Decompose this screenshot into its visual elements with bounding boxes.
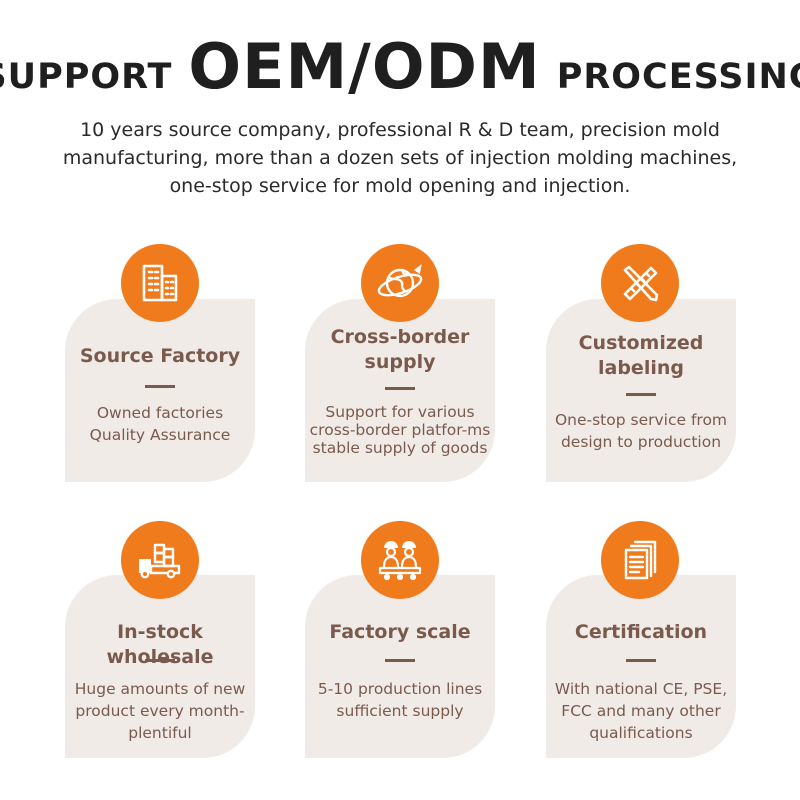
- feature-card-factory-scale: Factory scale 5-10 production lines suff…: [305, 575, 495, 758]
- feature-description: One-stop service from design to producti…: [554, 411, 728, 451]
- globe-plane-icon: [361, 244, 439, 322]
- feature-title: Source Factory: [79, 345, 241, 367]
- delivery-truck-icon: [121, 521, 199, 599]
- feature-card-cross-border: Cross-border supply Support for various …: [305, 299, 495, 482]
- feature-divider: [626, 659, 656, 662]
- factory-workers-icon: [361, 521, 439, 599]
- feature-divider: [626, 393, 656, 396]
- feature-card-certification: Certification With national CE, PSE, FCC…: [546, 575, 736, 758]
- headline-prefix: SUPPORT: [0, 57, 173, 97]
- feature-title: Factory scale: [329, 621, 471, 643]
- feature-divider: [385, 387, 415, 390]
- feature-title: Certification: [574, 621, 708, 643]
- feature-description: Support for various cross-border platfor…: [309, 403, 491, 457]
- feature-title: In-stock wholesale: [106, 621, 214, 668]
- feature-divider: [145, 385, 175, 388]
- feature-card-customized-labeling: Customized labeling One-stop service fro…: [546, 299, 736, 482]
- ruler-pencil-icon: [601, 244, 679, 322]
- feature-description: 5-10 production lines sufficient supply: [317, 680, 483, 720]
- headline-suffix: PROCESSING: [556, 57, 800, 97]
- feature-description: Owned factories Quality Assurance: [89, 404, 231, 444]
- feature-divider: [385, 659, 415, 662]
- feature-description: With national CE, PSE, FCC and many othe…: [554, 680, 728, 742]
- documents-icon: [601, 521, 679, 599]
- feature-card-in-stock-wholesale: In-stock wholesale Huge amounts of new p…: [65, 575, 255, 758]
- feature-description: Huge amounts of new product every month-…: [74, 680, 246, 742]
- headline-highlight: OEM/ODM: [188, 30, 541, 103]
- headline: SUPPORT OEM/ODM PROCESSING: [0, 30, 800, 103]
- buildings-icon: [121, 244, 199, 322]
- feature-title: Cross-border supply: [330, 326, 470, 373]
- feature-divider: [145, 659, 175, 662]
- feature-card-source-factory: Source Factory Owned factories Quality A…: [65, 299, 255, 482]
- intro-text: 10 years source company, professional R …: [62, 119, 738, 197]
- feature-title: Customized labeling: [578, 332, 704, 379]
